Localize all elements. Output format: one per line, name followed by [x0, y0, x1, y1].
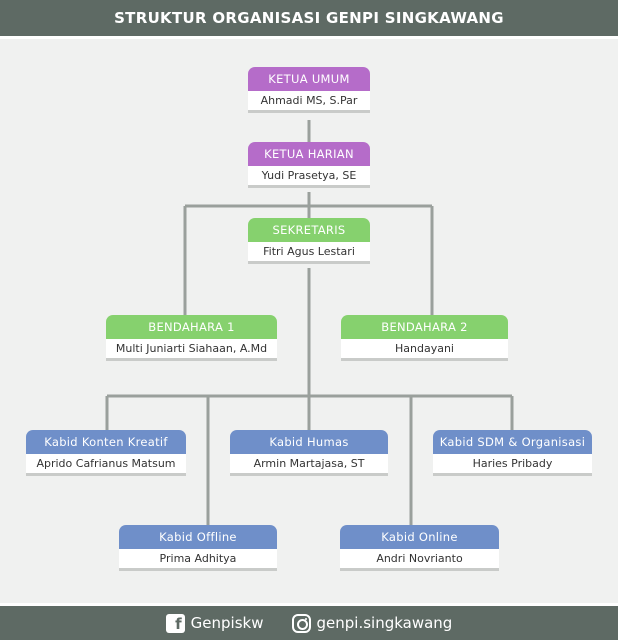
node-title: Kabid Humas [230, 430, 388, 454]
node-name: Haries Pribady [433, 454, 592, 476]
node-kabid-online: Kabid Online Andri Novrianto [340, 525, 499, 571]
node-title: Kabid SDM & Organisasi [433, 430, 592, 454]
instagram-handle: genpi.singkawang [316, 614, 453, 632]
node-title: Kabid Konten Kreatif [26, 430, 186, 454]
facebook-icon: f [165, 613, 185, 633]
node-bendahara-1: BENDAHARA 1 Multi Juniarti Siahaan, A.Md [106, 315, 277, 361]
instagram-link[interactable]: genpi.singkawang [291, 613, 453, 633]
node-sekretaris: SEKRETARIS Fitri Agus Lestari [248, 218, 370, 264]
node-bendahara-2: BENDAHARA 2 Handayani [341, 315, 508, 361]
node-name: Prima Adhitya [119, 549, 277, 571]
node-kabid-offline: Kabid Offline Prima Adhitya [119, 525, 277, 571]
node-title: KETUA HARIAN [248, 142, 370, 166]
node-ketua-harian: KETUA HARIAN Yudi Prasetya, SE [248, 142, 370, 188]
footer-divider [0, 603, 618, 606]
page-title: STRUKTUR ORGANISASI GENPI SINGKAWANG [114, 9, 504, 27]
node-name: Yudi Prasetya, SE [248, 166, 370, 188]
facebook-handle: Genpiskw [190, 614, 264, 632]
node-ketua-umum: KETUA UMUM Ahmadi MS, S.Par [248, 67, 370, 113]
node-kabid-sdm-organisasi: Kabid SDM & Organisasi Haries Pribady [433, 430, 592, 476]
node-name: Ahmadi MS, S.Par [248, 91, 370, 113]
node-name: Fitri Agus Lestari [248, 242, 370, 264]
node-name: Multi Juniarti Siahaan, A.Md [106, 339, 277, 361]
page-header: STRUKTUR ORGANISASI GENPI SINGKAWANG [0, 0, 618, 36]
node-kabid-humas: Kabid Humas Armin Martajasa, ST [230, 430, 388, 476]
page-footer: f Genpiskw genpi.singkawang [0, 606, 618, 640]
node-kabid-konten-kreatif: Kabid Konten Kreatif Aprido Cafrianus Ma… [26, 430, 186, 476]
node-name: Andri Novrianto [340, 549, 499, 571]
node-title: SEKRETARIS [248, 218, 370, 242]
node-title: Kabid Online [340, 525, 499, 549]
node-title: KETUA UMUM [248, 67, 370, 91]
instagram-icon [291, 613, 311, 633]
node-title: BENDAHARA 2 [341, 315, 508, 339]
facebook-link[interactable]: f Genpiskw [165, 613, 264, 633]
node-title: Kabid Offline [119, 525, 277, 549]
node-name: Armin Martajasa, ST [230, 454, 388, 476]
node-name: Handayani [341, 339, 508, 361]
header-divider [0, 36, 618, 39]
node-name: Aprido Cafrianus Matsum [26, 454, 186, 476]
node-title: BENDAHARA 1 [106, 315, 277, 339]
